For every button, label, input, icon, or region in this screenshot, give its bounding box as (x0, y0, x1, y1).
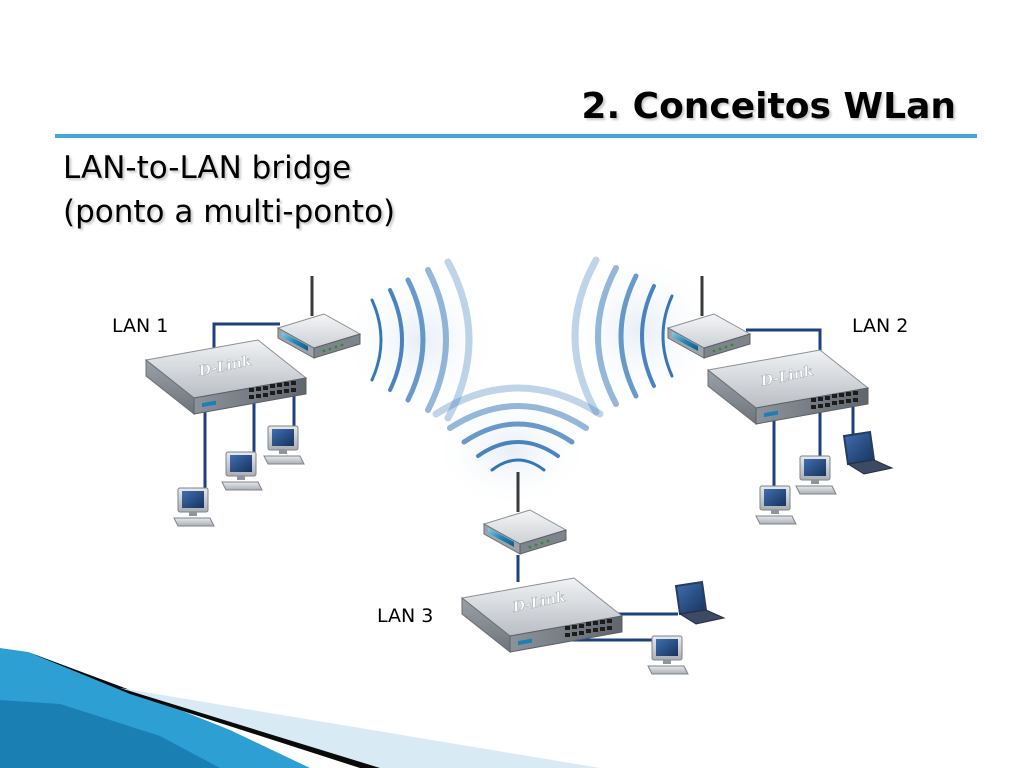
subtitle-line-1: LAN-to-LAN bridge (63, 150, 352, 186)
lan1-label: LAN 1 (112, 315, 169, 337)
slide-title: 2. Conceitos WLan (581, 86, 956, 127)
wireless-waves-center (432, 384, 604, 472)
lan1-switch (145, 339, 307, 415)
lan3-desktop (647, 635, 689, 675)
lan2-desktop-2 (795, 455, 837, 495)
lan1-desktop-3 (263, 425, 305, 465)
title-rule (55, 134, 977, 138)
lan1-desktop-1 (173, 487, 215, 527)
lan2-label: LAN 2 (852, 315, 909, 337)
lan2-desktop-1 (755, 485, 797, 525)
lan3-laptop (675, 581, 725, 625)
subtitle-line-2: (ponto a multi-ponto) (63, 194, 396, 230)
lan2-switch (707, 349, 869, 425)
decorative-swoosh (0, 648, 600, 768)
lan1-desktop-2 (221, 451, 263, 491)
slide-subtitle: LAN-to-LAN bridge (ponto a multi-ponto) (63, 146, 395, 234)
wireless-waves-left (370, 258, 473, 422)
lan3-label: LAN 3 (377, 605, 434, 627)
wireless-waves-right (571, 256, 674, 416)
lan2-laptop (843, 431, 893, 475)
